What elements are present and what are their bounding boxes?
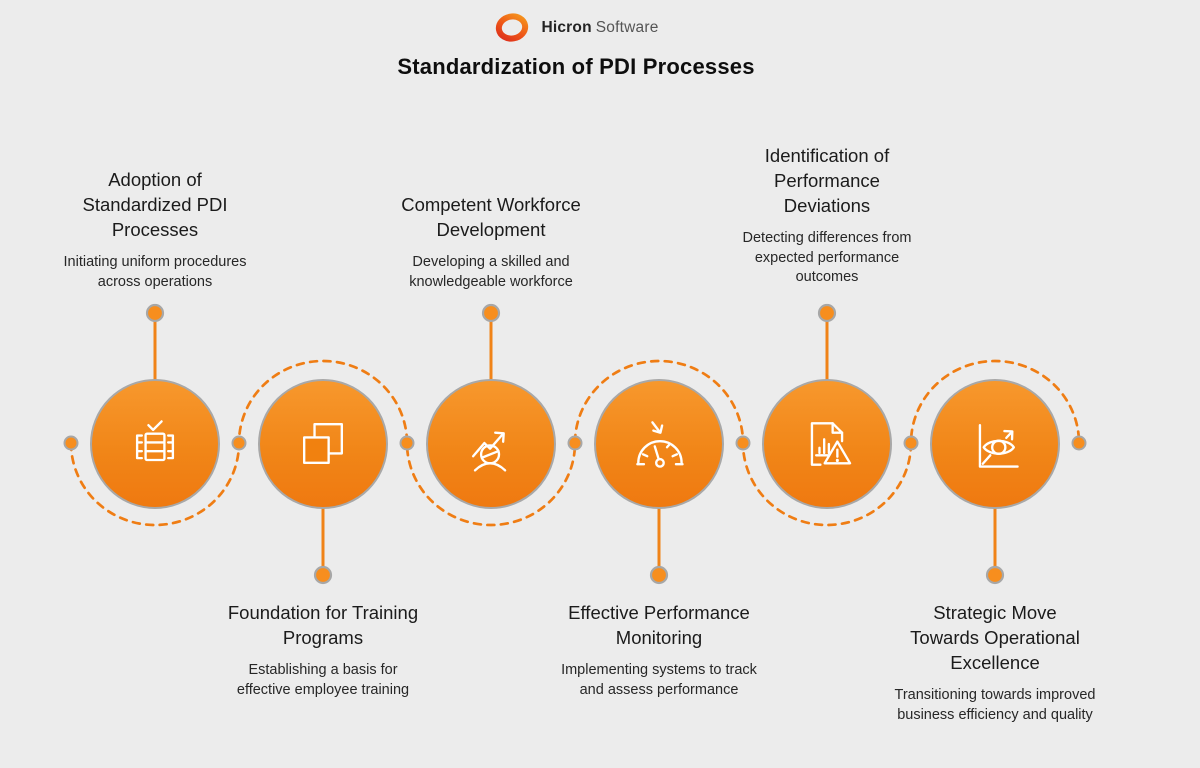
connector-dot	[63, 435, 79, 451]
hicron-logo-icon	[496, 13, 529, 42]
step-text-1: Adoption of Standardized PDI Processes I…	[15, 167, 295, 292]
step-title: Identification of Performance Deviations	[764, 145, 890, 216]
step-text-2: Foundation for Training Programs Establi…	[183, 600, 463, 700]
step-circle-6	[930, 379, 1060, 509]
connector-dot	[735, 435, 751, 451]
connector-dot	[903, 435, 919, 451]
connector-dot	[231, 435, 247, 451]
step-text-3: Competent Workforce Development Developi…	[351, 192, 631, 292]
document-alert-icon	[810, 422, 852, 466]
step-circle-1	[90, 379, 220, 509]
step-text-5: Identification of Performance Deviations…	[687, 143, 967, 288]
timeline-dashed-path	[69, 359, 1081, 527]
step-description: Implementing systems to track and assess…	[561, 662, 757, 698]
page-title: Standardization of PDI Processes	[397, 54, 755, 79]
step-text-4: Effective Performance Monitoring Impleme…	[519, 600, 799, 700]
stem-dot-6	[985, 565, 1005, 585]
step-circle-5	[762, 379, 892, 509]
connector-dot	[399, 435, 415, 451]
step-circle-2	[258, 379, 388, 509]
step-description: Transitioning towards improved business …	[894, 687, 1096, 723]
step-description: Detecting differences from expected perf…	[742, 230, 912, 285]
step-text-6: Strategic Move Towards Operational Excel…	[855, 600, 1135, 725]
server-stack-check-icon	[135, 420, 175, 462]
connector-dot	[1071, 435, 1087, 451]
eye-growth-chart-icon	[978, 424, 1019, 468]
step-circle-4	[594, 379, 724, 509]
person-growth-arrow-icon	[471, 431, 507, 472]
stem-dot-2	[313, 565, 333, 585]
stem-dot-5	[817, 303, 837, 323]
gauge-arrow-icon	[636, 421, 684, 468]
brand-name-light: Software	[595, 19, 659, 36]
step-description: Developing a skilled and knowledgeable w…	[409, 254, 573, 290]
step-title: Effective Performance Monitoring	[568, 602, 750, 648]
step-description: Initiating uniform procedures across ope…	[63, 254, 247, 290]
step-description: Establishing a basis for effective emplo…	[236, 662, 410, 698]
overlapping-squares-icon	[303, 423, 343, 464]
step-title: Foundation for Training Programs	[227, 602, 419, 648]
step-circle-3	[426, 379, 556, 509]
step-title: Strategic Move Towards Operational Excel…	[910, 602, 1080, 673]
step-title: Adoption of Standardized PDI Processes	[82, 169, 228, 240]
step-title: Competent Workforce Development	[401, 194, 581, 240]
brand-name-bold: Hicron	[541, 19, 592, 36]
stem-dot-4	[649, 565, 669, 585]
connector-dot	[567, 435, 583, 451]
stem-dot-1	[145, 303, 165, 323]
stem-dot-3	[481, 303, 501, 323]
